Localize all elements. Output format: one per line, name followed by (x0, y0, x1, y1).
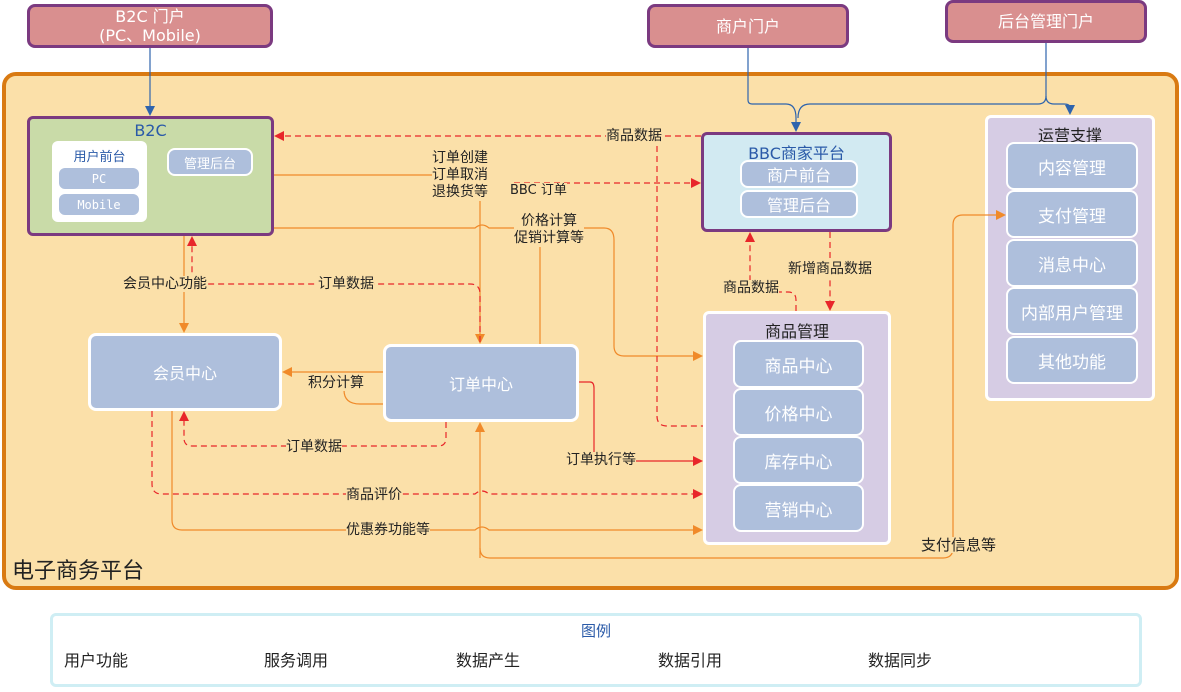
label-order-ops: 订单创建 订单取消 退换货等 (432, 150, 488, 201)
b2c-title: B2C (134, 121, 167, 140)
ops-support-title: 运营支撑 (1037, 126, 1102, 145)
b2c-portal[interactable]: B2C 门户 (PC、Mobile) (27, 4, 273, 48)
message-center[interactable]: 消息中心 (1006, 239, 1138, 287)
merchant-portal[interactable]: 商户门户 (647, 4, 849, 48)
label-price-calc-2: 促销计算等 (514, 230, 584, 246)
arrow-order-exec (579, 381, 703, 466)
label-product-data-mid: 商品数据 (723, 280, 779, 296)
user-function-arrows (145, 43, 1075, 132)
product-center[interactable]: 商品中心 (733, 340, 864, 388)
member-center[interactable]: 会员中心 (88, 333, 282, 411)
arrow-payment-to-ops (479, 210, 1006, 559)
b2c-backend[interactable]: 管理后台 (167, 148, 253, 176)
merchant-portal-label: 商户门户 (715, 16, 780, 36)
arrow-product-review (151, 411, 703, 499)
inventory-center[interactable]: 库存中心 (733, 436, 864, 484)
label-coupon-func: 优惠券功能等 (346, 522, 430, 538)
label-bbc-order: BBC 订单 (510, 183, 567, 199)
other-functions[interactable]: 其他功能 (1006, 336, 1138, 384)
marketing-center[interactable]: 营销中心 (733, 484, 864, 532)
data-sync-arrows (151, 131, 835, 499)
arrow-admin-portal-to-bbc (797, 43, 1047, 119)
arrow-points-curve (343, 389, 383, 405)
arrow-member-coupon (171, 411, 703, 535)
b2c-mobile[interactable]: Mobile (57, 192, 141, 217)
arrow-admin-portal-to-ops (1045, 95, 1075, 115)
bbc-frontend[interactable]: 商户前台 (740, 160, 858, 188)
label-order-cancel: 订单取消 (432, 167, 488, 183)
admin-portal[interactable]: 后台管理门户 (945, 0, 1147, 43)
legend-user-function: 用户功能 (64, 651, 129, 670)
product-management-title: 商品管理 (764, 322, 829, 341)
legend-title: 图例 (580, 622, 611, 640)
arrow-product-data-vertical (656, 136, 703, 427)
label-payment-info: 支付信息等 (921, 536, 997, 554)
b2c-pc[interactable]: PC (57, 166, 141, 191)
content-management[interactable]: 内容管理 (1006, 142, 1138, 190)
b2c-portal-line2: (PC、Mobile) (99, 26, 201, 45)
price-center[interactable]: 价格中心 (733, 388, 864, 436)
order-exec-arrows (579, 381, 703, 466)
label-product-data-top: 商品数据 (606, 128, 662, 144)
label-new-product-data: 新增商品数据 (788, 261, 872, 277)
arrow-b2c-to-product (274, 224, 703, 361)
label-order-exec: 订单执行等 (566, 452, 636, 468)
internal-user-management[interactable]: 内部用户管理 (1006, 287, 1138, 335)
platform-label: 电子商务平台 (12, 559, 145, 584)
service-call-arrows (171, 174, 1006, 559)
legend-service-call: 服务调用 (264, 651, 329, 670)
label-member-func: 会员中心功能 (123, 276, 207, 292)
admin-portal-label: 后台管理门户 (997, 12, 1094, 31)
label-order-data-top: 订单数据 (318, 276, 374, 292)
bbc-title: BBC商家平台 (748, 144, 845, 163)
bbc-backend[interactable]: 管理后台 (740, 190, 858, 218)
label-product-review: 商品评价 (346, 487, 402, 503)
legend-data-reference: 数据引用 (658, 651, 723, 670)
label-order-create: 订单创建 (432, 150, 488, 166)
legend (50, 613, 1142, 687)
legend-data-produce: 数据产生 (456, 651, 521, 670)
legend-data-sync: 数据同步 (868, 651, 933, 670)
payment-management[interactable]: 支付管理 (1006, 190, 1138, 238)
arrow-merchant-portal-to-bbc (747, 48, 801, 132)
label-order-return: 退换货等 (432, 184, 488, 200)
b2c-frontend-label: 用户前台 (73, 150, 126, 165)
label-order-data-bottom: 订单数据 (286, 439, 342, 455)
order-center[interactable]: 订单中心 (383, 344, 579, 422)
label-price-calc-1: 价格计算 (521, 213, 577, 229)
b2c-portal-line1: B2C 门户 (115, 7, 185, 26)
label-points-calc: 积分计算 (308, 375, 364, 391)
label-price-calc: 价格计算 促销计算等 (514, 213, 584, 247)
